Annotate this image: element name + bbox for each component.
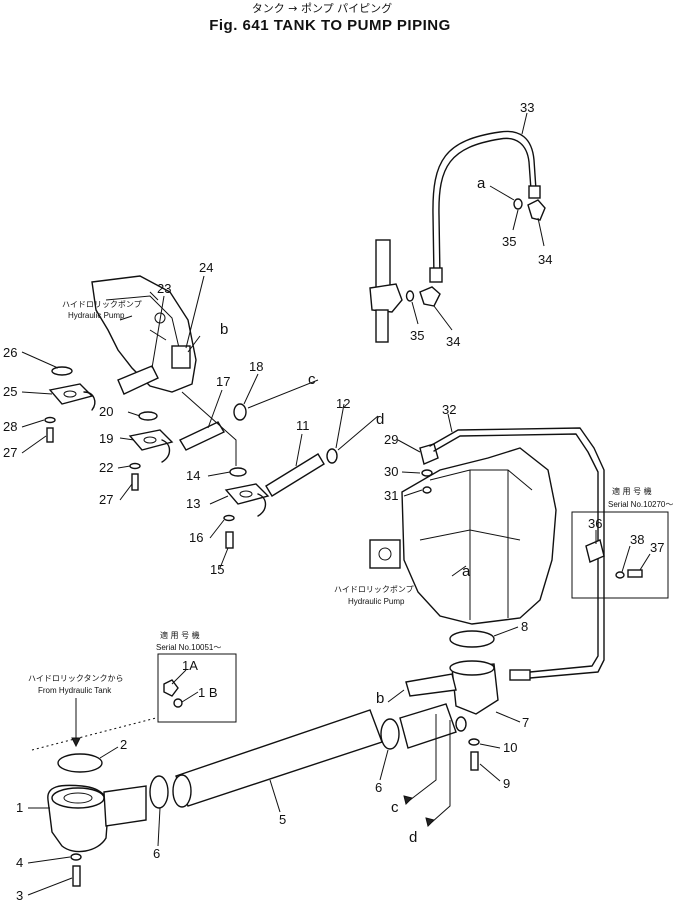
label-38: 38 <box>630 532 644 547</box>
label-4: 4 <box>16 855 23 870</box>
label-2: 2 <box>120 737 127 752</box>
label-1: 1 <box>16 800 23 815</box>
label-31: 31 <box>384 488 398 503</box>
from-tank-label-jp: ハイドロリックタンクから <box>28 674 124 683</box>
label-9: 9 <box>503 776 510 791</box>
tank-arrow-head <box>71 737 81 748</box>
label-19: 19 <box>99 431 113 446</box>
label-13: 13 <box>186 496 200 511</box>
serial-box-2-jp: 適 用 号 機 <box>612 486 652 496</box>
label-6-left: 6 <box>153 846 160 861</box>
from-tank-label: From Hydraulic Tank <box>38 686 112 695</box>
label-29: 29 <box>384 432 398 447</box>
pipe-33-assembly <box>369 130 546 343</box>
label-16: 16 <box>189 530 203 545</box>
upper-hydraulic-pump <box>91 275 197 393</box>
lower-pump-label-jp: ハイドロリックポンプ <box>334 585 414 594</box>
label-d-lower: d <box>409 829 417 846</box>
label-34-upper: 34 <box>538 252 552 267</box>
figure-title: Fig. 641 TANK TO PUMP PIPING <box>209 17 451 34</box>
serial-box-10051 <box>157 653 237 723</box>
serial-box-2-label: Serial No.10270～ <box>608 500 673 509</box>
label-a-lower: a <box>462 563 471 580</box>
label-20: 20 <box>99 404 113 419</box>
label-26: 26 <box>3 345 17 360</box>
suction-assembly <box>47 673 467 887</box>
label-8: 8 <box>521 619 528 634</box>
label-27-left: 27 <box>3 445 17 460</box>
label-1a: 1A <box>182 658 198 673</box>
label-d-upper: d <box>376 411 384 428</box>
leader-lines <box>21 112 651 896</box>
label-15: 15 <box>210 562 224 577</box>
flow-line-d <box>431 720 451 823</box>
label-35-lower: 35 <box>410 328 424 343</box>
label-35-upper: 35 <box>502 234 516 249</box>
label-a-upper: a <box>477 175 486 192</box>
label-c-lower: c <box>391 799 399 816</box>
label-12: 12 <box>336 396 350 411</box>
label-11: 11 <box>296 418 310 433</box>
upper-pump-label-jp: ハイドロリックポンプ <box>62 300 142 309</box>
label-b-upper: b <box>220 321 228 338</box>
part-38-washer <box>615 571 625 579</box>
label-1b: 1 B <box>198 685 218 700</box>
label-18: 18 <box>249 359 263 374</box>
serial-box-1-jp: 適 用 号 機 <box>160 630 200 640</box>
label-36: 36 <box>588 516 602 531</box>
tank-guide-line <box>31 717 157 751</box>
label-24: 24 <box>199 260 213 275</box>
label-37: 37 <box>650 540 664 555</box>
label-7: 7 <box>522 715 529 730</box>
label-5: 5 <box>279 812 286 827</box>
label-14: 14 <box>186 468 200 483</box>
serial-box-1-label: Serial No.10051～ <box>156 643 221 652</box>
label-27-mid: 27 <box>99 492 113 507</box>
label-28: 28 <box>3 419 17 434</box>
label-23: 23 <box>157 281 171 296</box>
part-labels: 33 a 35 34 35 34 24 23 b 26 25 28 27 20 … <box>3 100 664 903</box>
label-34-lower: 34 <box>446 334 460 349</box>
label-6-right: 6 <box>375 780 382 795</box>
flow-arrow-c <box>403 795 413 805</box>
label-33: 33 <box>520 100 534 115</box>
label-b-lower: b <box>376 690 384 707</box>
label-3: 3 <box>16 888 23 903</box>
upper-left-parts <box>44 365 338 549</box>
part-37-bolt <box>627 569 643 578</box>
label-17: 17 <box>216 374 230 389</box>
part-1a-cap <box>163 679 179 697</box>
serial-box-10270 <box>571 511 669 599</box>
flow-line-c <box>409 714 437 801</box>
label-25: 25 <box>3 384 17 399</box>
label-10: 10 <box>503 740 517 755</box>
label-22: 22 <box>99 460 113 475</box>
flow-arrow-d <box>425 817 435 827</box>
lower-hydraulic-pump <box>369 427 605 771</box>
part-1b-ring <box>173 698 183 708</box>
upper-pump-label: Hydraulic Pump <box>68 311 125 320</box>
label-32: 32 <box>442 402 456 417</box>
lower-pump-label: Hydraulic Pump <box>348 597 405 606</box>
label-c-upper: c <box>308 371 316 388</box>
label-30: 30 <box>384 464 398 479</box>
title-japanese: タンク → ポンプ パイピング <box>252 1 392 15</box>
